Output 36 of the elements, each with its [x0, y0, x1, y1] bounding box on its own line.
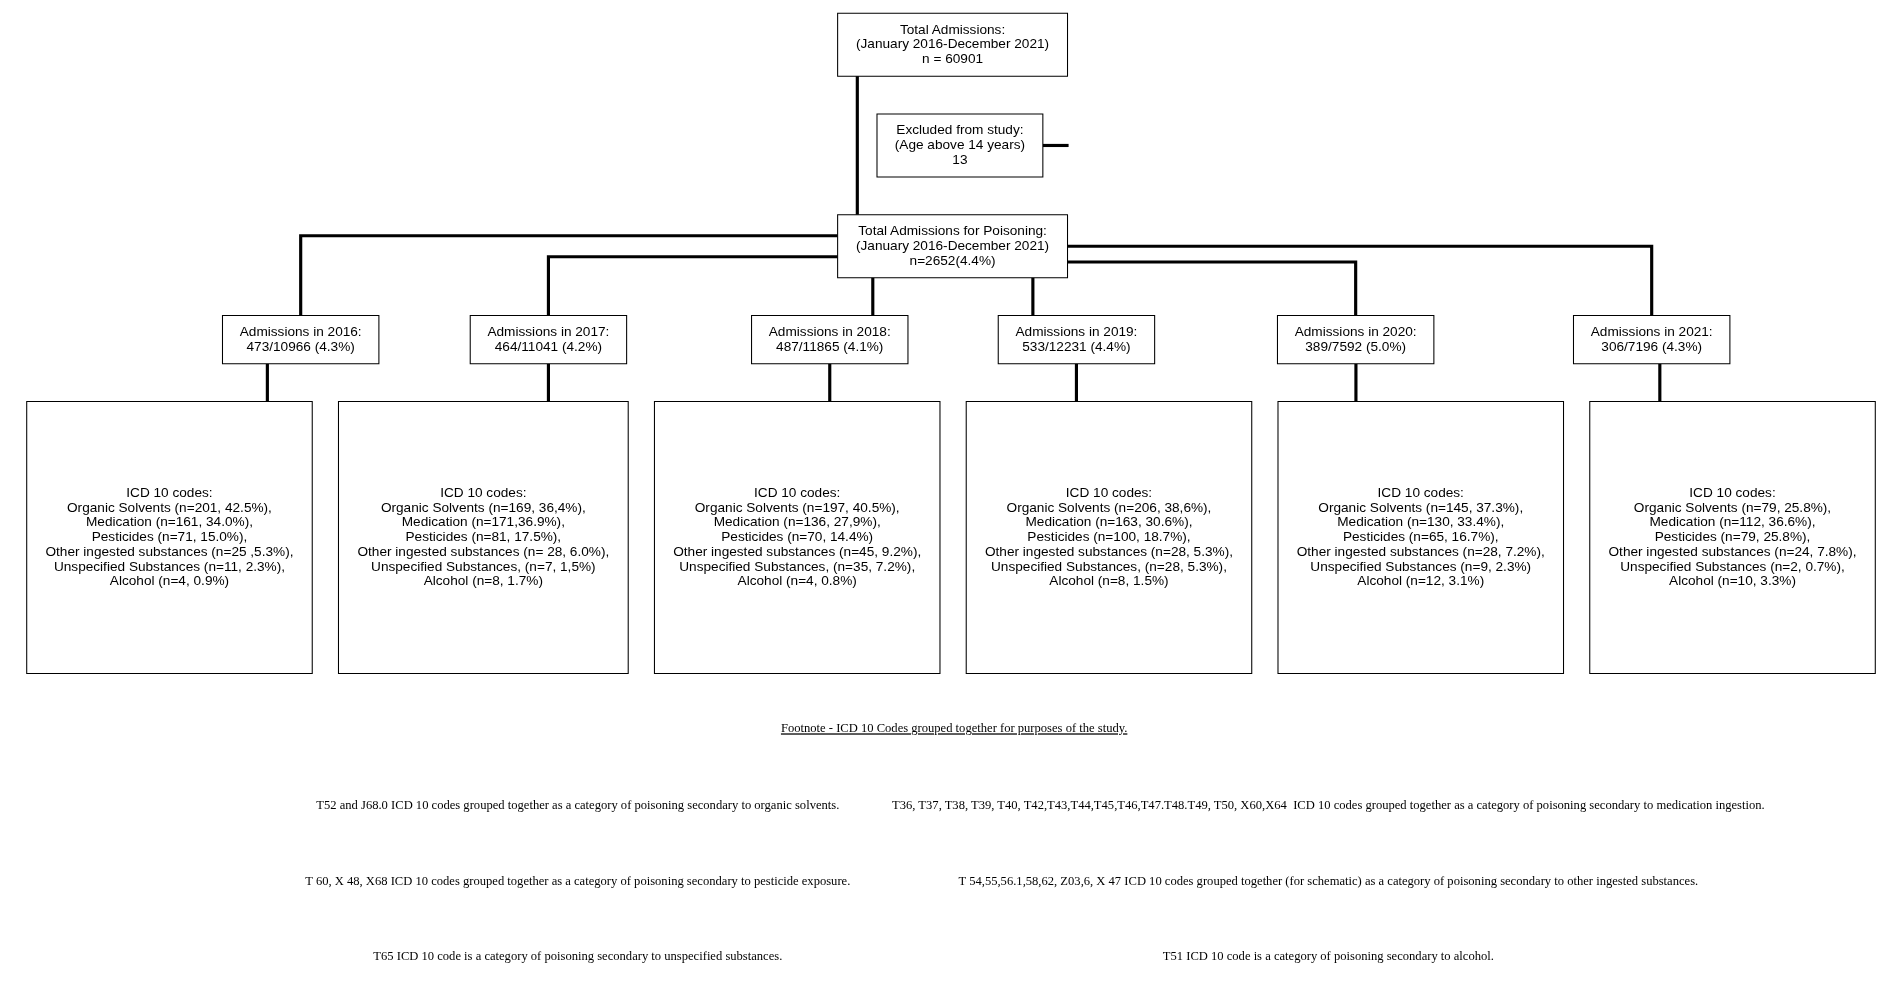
connector: [546, 254, 838, 315]
node-box: Excluded from study: (Age above 14 years) 13: [876, 112, 1044, 177]
node-box: Admissions in 2021: 306/7196 (4.3%): [1572, 314, 1731, 364]
connector: [828, 363, 832, 401]
label: T52 and J68.0 ICD 10 codes grouped together as a category of poisoning secondary to organic solvents.: [316, 797, 840, 812]
connector: [855, 75, 859, 215]
label: T 60, X 48, X68 ICD 10 codes grouped together as a category of poisoning secondary to pesticide exposure.: [305, 873, 851, 888]
node-box: Admissions in 2019: 533/12231 (4.4%): [997, 314, 1156, 364]
label: T 54,55,56.1,58,62, Z03,6, X 47 ICD 10 codes grouped together (for schematic) as a category of poisoning secondary to other ingested substances.: [958, 873, 1699, 888]
node-box: Admissions in 2017: 464/11041 (4.2%): [469, 314, 628, 364]
label: T51 ICD 10 code is a category of poisoning secondary to alcohol.: [1162, 948, 1494, 963]
connector: [871, 277, 875, 315]
connector: [1354, 363, 1358, 401]
node-box: Total Admissions for Poisoning: (January 2016-December 2021) n=2652(4.4%): [837, 213, 1069, 278]
connector: [1067, 244, 1654, 315]
node-box: Admissions in 2018: 487/11865 (4.1%): [751, 314, 909, 364]
connector: [1031, 277, 1035, 315]
connector: [1042, 143, 1069, 147]
node-box: ICD 10 codes: Organic Solvents (n=169, 36,4%), Medication (n=171,36.9%), Pesticides (n=81, 17.5%), Other ingested substances (n= 28, 6.0%), Unspecified Substances, (n=7, 1,5%) Alcohol (n=8, 1.7%): [337, 400, 629, 674]
node-box: ICD 10 codes: Organic Solvents (n=145, 37.3%), Medication (n=130, 33.4%), Pesticides (n=65, 16.7%), Other ingested substances (n=28, 7.2%), Unspecified Substances (n=9, 2.3%) Alcohol (n=12, 3.1%): [1277, 400, 1565, 674]
connector: [265, 363, 269, 401]
connector: [1074, 363, 1078, 401]
label: T65 ICD 10 code is a category of poisoning secondary to unspecified substances.: [373, 948, 783, 963]
connector: [1067, 259, 1358, 315]
label: T36, T37, T38, T39, T40, T42,T43,T44,T45,T46,T47.T48.T49, T50, X60,X64 ICD 10 codes grouped together as a category of poisoning secondary to medication ingestion.: [892, 797, 1765, 812]
label: Footnote - ICD 10 Codes grouped together for purposes of the study.: [780, 720, 1128, 735]
node-box: ICD 10 codes: Organic Solvents (n=197, 40.5%), Medication (n=136, 27,9%), Pesticides (n=70, 14.4%) Other ingested substances (n=45, 9.2%), Unspecified Substances, (n=35, 7.2%), Alcohol (n=4, 0.8%): [653, 400, 941, 674]
connector: [1658, 363, 1662, 401]
node-box: ICD 10 codes: Organic Solvents (n=79, 25.8%), Medication (n=112, 36.6%), Pesticides (n=79, 25.8%), Other ingested substances (n=24, 7.8%), Unspecified Substances (n=2, 0.7%), Alcohol (n=10, 3.3%): [1589, 400, 1876, 674]
node-box: ICD 10 codes: Organic Solvents (n=206, 38,6%), Medication (n=163, 30.6%), Pesticides (n=100, 18.7%), Other ingested substances (n=28, 5.3%), Unspecified Substances, (n=28, 5.3%), Alcohol (n=8, 1.5%): [965, 400, 1253, 674]
node-box: Total Admissions: (January 2016-December 2021) n = 60901: [837, 12, 1069, 77]
node-box: Admissions in 2020: 389/7592 (5.0%): [1276, 314, 1435, 364]
node-box: ICD 10 codes: Organic Solvents (n=201, 42.5%), Medication (n=161, 34.0%), Pesticides (n=71, 15.0%), Other ingested substances (n=25 ,5.3%), Unspecified Substances (n=11, 2.3%), Alcohol (n=4, 0.9%): [26, 400, 313, 674]
connector: [546, 363, 550, 401]
connector: [299, 233, 838, 315]
node-box: Admissions in 2016: 473/10966 (4.3%): [221, 314, 380, 364]
